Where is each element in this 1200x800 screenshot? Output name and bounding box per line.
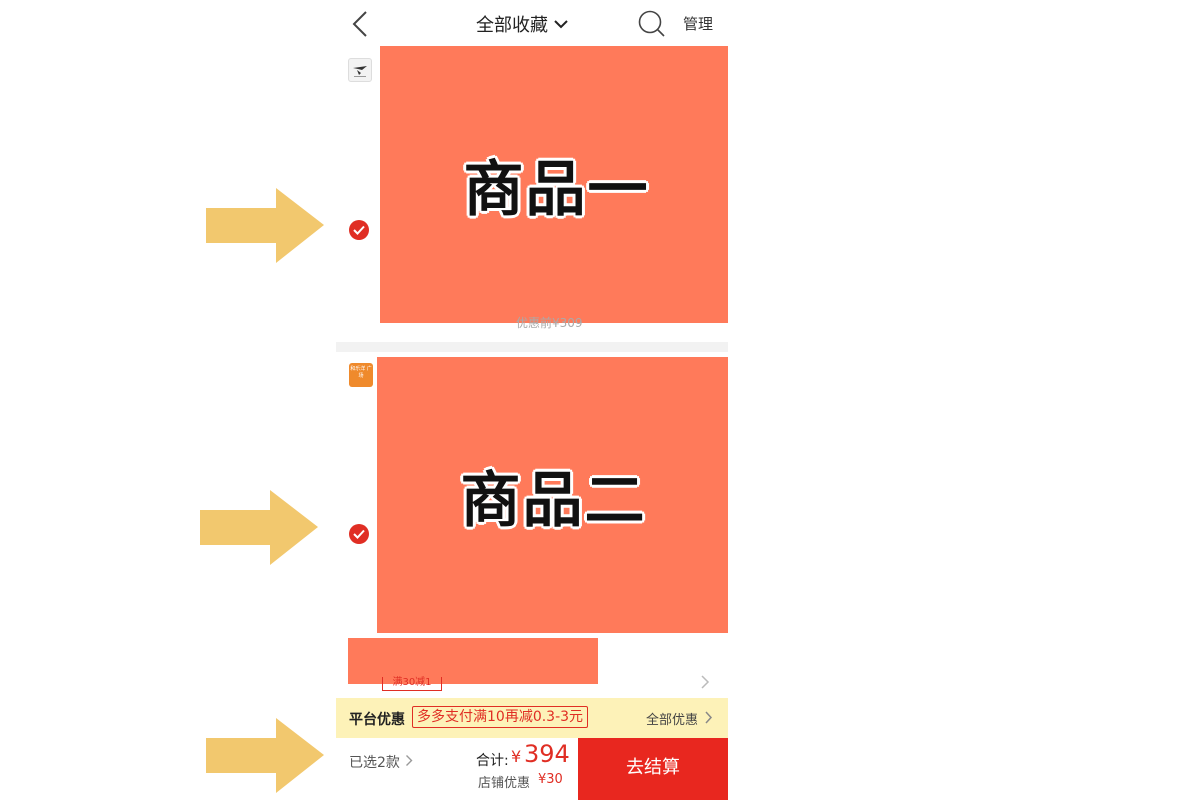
manage-button[interactable]: 管理 [683,15,714,33]
total-amount: 394 [524,740,570,768]
search-icon[interactable] [638,10,666,38]
platform-promo-offer: 多多支付满10再减0.3-3元 [412,706,589,728]
shop-logo[interactable] [348,58,372,82]
product-checkbox[interactable] [349,220,369,240]
total-label: 合计: [476,753,509,769]
shop-discount-label: 店铺优惠 [478,776,531,791]
checkout-button[interactable]: 去结算 [578,738,728,800]
shop-logo-icon [353,66,367,77]
shop-promo-tag: 满30减1 [382,677,442,691]
favorites-screen: 全部收藏 管理 商品一 优惠前¥309 和乐洋 广场 [336,0,728,800]
arrow-right-icon [206,718,324,793]
selected-count[interactable]: 已选2款 [349,755,400,771]
shop-logo[interactable]: 和乐洋 广场 [349,363,373,387]
chevron-right-icon[interactable] [704,710,713,725]
product-image[interactable]: 商品一 [380,46,728,323]
platform-promo-bar: 平台优惠 多多支付满10再减0.3-3元 全部优惠 [336,698,728,738]
back-icon[interactable] [348,10,374,38]
chevron-down-icon [554,20,568,29]
page-title: 全部收藏 [476,15,548,36]
arrow-right-icon [200,490,318,565]
chevron-right-icon[interactable] [405,754,413,767]
top-nav-bar: 全部收藏 管理 [336,0,728,46]
favorites-filter-dropdown[interactable]: 全部收藏 [476,10,568,38]
all-offers-link[interactable]: 全部优惠 [646,713,699,728]
checkout-bar: 已选2款 合计: ¥ 394 店铺优惠 ¥30 去结算 [336,738,728,800]
platform-promo-label: 平台优惠 [349,712,405,728]
before-discount-price: 优惠前¥309 [516,316,583,330]
arrow-right-icon [206,188,324,263]
check-icon [353,225,365,235]
check-icon [353,529,365,539]
total-currency: ¥ [511,747,522,766]
product-checkbox[interactable] [349,524,369,544]
chevron-right-icon[interactable] [700,674,710,690]
product-label: 商品一 [463,155,650,225]
shop-discount-amount: ¥30 [538,772,563,787]
shop-logo-text: 和乐洋 广场 [350,366,372,379]
divider [336,342,728,352]
product-image[interactable]: 商品二 [377,357,728,633]
redacted-area [348,638,598,684]
product-label: 商品二 [460,465,647,536]
